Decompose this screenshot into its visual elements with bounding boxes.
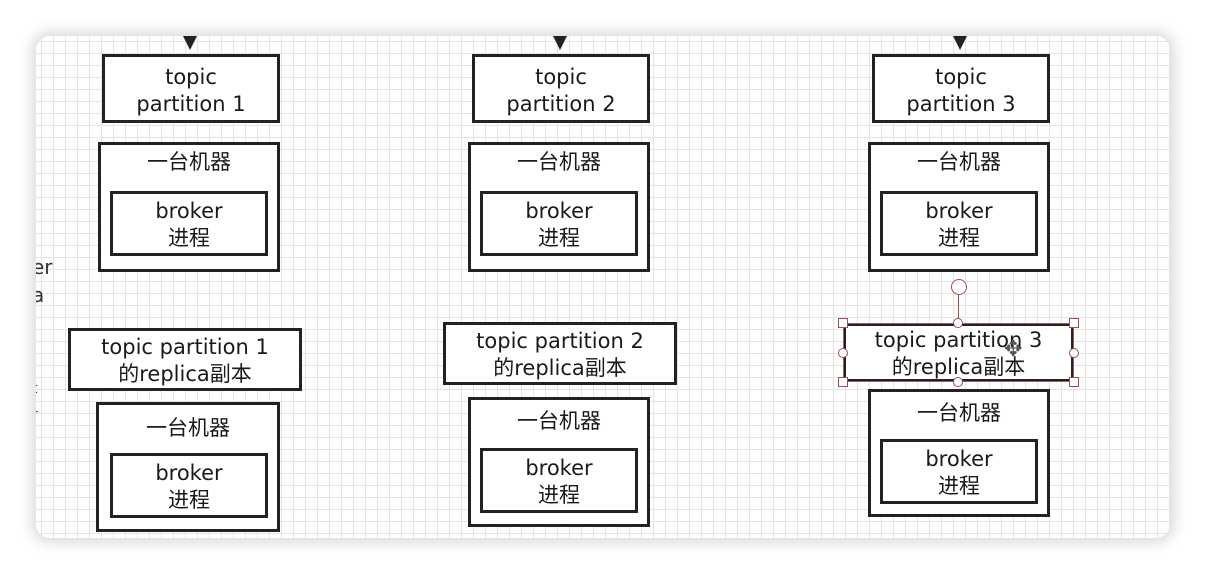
broker-process-label: broker 进程 bbox=[925, 199, 993, 250]
machine-box[interactable]: 一台机器 broker 进程 bbox=[98, 142, 280, 272]
broker-process-box[interactable]: broker 进程 bbox=[480, 191, 638, 256]
machine-label: 一台机器 bbox=[917, 401, 1001, 425]
machine-box[interactable]: 一台机器 broker 进程 bbox=[468, 142, 650, 272]
resize-handle-top-right[interactable] bbox=[1069, 318, 1079, 328]
topic-partition-1-label: topic partition 1 bbox=[136, 65, 246, 116]
replica-2-label: topic partition 2 的replica副本 bbox=[476, 329, 644, 380]
clipped-text-fragment: a bbox=[36, 283, 45, 307]
broker-process-label: broker 进程 bbox=[525, 199, 593, 250]
machine-label: 一台机器 bbox=[147, 150, 231, 174]
replica-3-label: topic partition 3 的replica副本 bbox=[874, 328, 1043, 379]
resize-handle-left[interactable] bbox=[838, 348, 848, 358]
replica-1-label: topic partition 1 的replica副本 bbox=[101, 335, 269, 386]
broker-process-box[interactable]: broker 进程 bbox=[880, 191, 1038, 256]
machine-box[interactable]: 一台机器 broker 进程 bbox=[868, 389, 1050, 517]
arrow-down-icon bbox=[953, 36, 967, 50]
broker-process-box[interactable]: broker 进程 bbox=[110, 191, 268, 256]
topic-partition-3-box[interactable]: topic partition 3 bbox=[872, 54, 1050, 123]
clipped-text-fragment: r bbox=[36, 402, 38, 428]
replica-1-box[interactable]: topic partition 1 的replica副本 bbox=[68, 328, 302, 391]
topic-partition-2-label: topic partition 2 bbox=[506, 65, 616, 116]
resize-handle-bottom-left[interactable] bbox=[838, 377, 848, 387]
topic-partition-3-label: topic partition 3 bbox=[906, 65, 1016, 116]
broker-process-label: broker 进程 bbox=[155, 461, 223, 512]
broker-process-box[interactable]: broker 进程 bbox=[110, 453, 268, 518]
broker-process-box[interactable]: broker 进程 bbox=[880, 439, 1038, 504]
resize-handle-bottom[interactable] bbox=[953, 377, 963, 387]
resize-handle-top-left[interactable] bbox=[838, 318, 848, 328]
topic-partition-2-box[interactable]: topic partition 2 bbox=[472, 54, 650, 123]
arrow-down-icon bbox=[553, 36, 567, 50]
rotate-handle[interactable] bbox=[951, 279, 967, 295]
move-cursor-icon: ✥ bbox=[1004, 337, 1023, 362]
resize-handle-top[interactable] bbox=[953, 318, 963, 328]
clipped-text-fragment: er bbox=[36, 255, 53, 279]
machine-box[interactable]: 一台机器 broker 进程 bbox=[868, 142, 1050, 272]
replica-2-box[interactable]: topic partition 2 的replica副本 bbox=[443, 322, 677, 385]
topic-partition-1-box[interactable]: topic partition 1 bbox=[102, 54, 280, 123]
rotate-handle-stem bbox=[958, 295, 959, 323]
machine-label: 一台机器 bbox=[917, 150, 1001, 174]
machine-label: 一台机器 bbox=[146, 416, 230, 440]
broker-process-box[interactable]: broker 进程 bbox=[480, 448, 638, 513]
diagram-canvas[interactable]: er a t r topic partition 1 一台机器 broker 进… bbox=[36, 36, 1170, 538]
machine-box[interactable]: 一台机器 broker 进程 bbox=[96, 402, 280, 532]
broker-process-label: broker 进程 bbox=[525, 456, 593, 507]
resize-handle-bottom-right[interactable] bbox=[1069, 377, 1079, 387]
resize-handle-right[interactable] bbox=[1069, 348, 1079, 358]
clipped-text-fragment: t bbox=[36, 376, 38, 402]
replica-3-box[interactable]: topic partition 3 的replica副本 bbox=[843, 323, 1074, 382]
machine-label: 一台机器 bbox=[517, 150, 601, 174]
broker-process-label: broker 进程 bbox=[155, 199, 223, 250]
arrow-down-icon bbox=[183, 36, 197, 50]
machine-label: 一台机器 bbox=[517, 409, 601, 433]
machine-box[interactable]: 一台机器 broker 进程 bbox=[468, 397, 650, 527]
selection-frame bbox=[843, 323, 1074, 382]
broker-process-label: broker 进程 bbox=[925, 447, 993, 498]
